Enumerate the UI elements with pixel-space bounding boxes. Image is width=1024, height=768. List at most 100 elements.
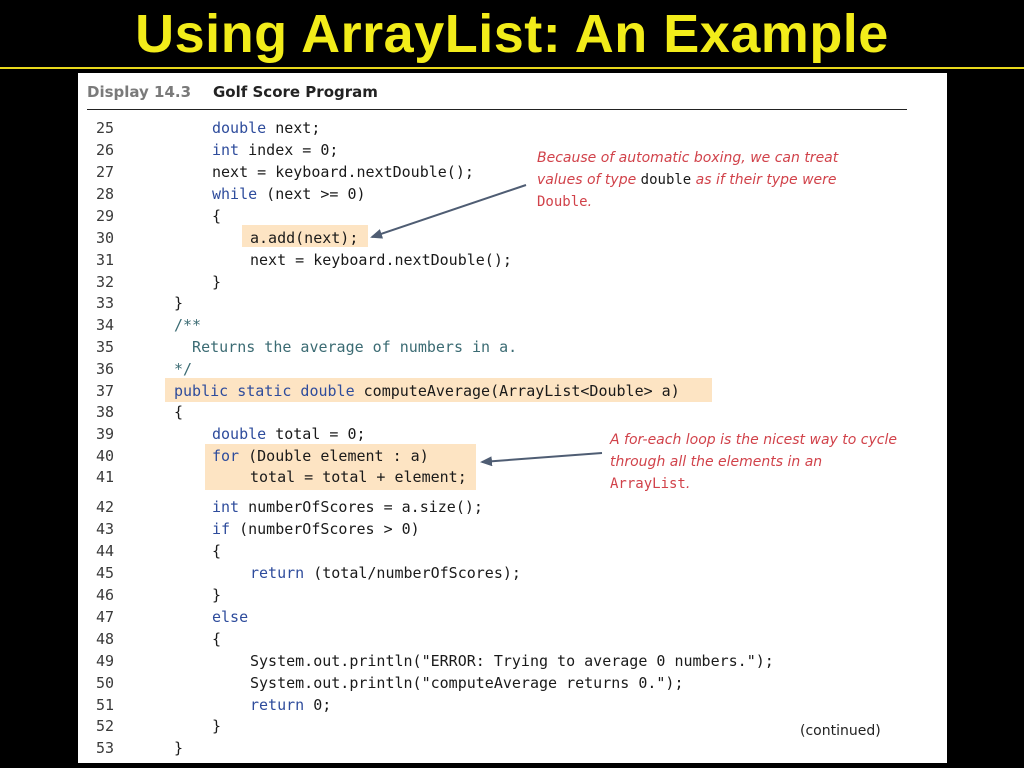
code-line: 40 for (Double element : a) [78, 445, 947, 467]
code-token: } [212, 273, 222, 291]
code-text: total = total + element; [250, 466, 467, 488]
line-number: 26 [96, 141, 115, 159]
line-number: 44 [96, 542, 115, 560]
code-text: { [212, 628, 221, 650]
display-header: Display 14.3 Golf Score Program [87, 83, 907, 110]
code-token: } [212, 717, 222, 735]
annotation-boxing-period: . [587, 194, 593, 210]
line-number: 25 [96, 119, 115, 137]
annotation-automatic-boxing: Because of automatic boxing, we can trea… [537, 147, 937, 213]
code-text: int index = 0; [212, 139, 338, 161]
code-comment: */ [174, 360, 193, 378]
line-number: 33 [96, 294, 115, 312]
code-line: 25 double next; [78, 117, 947, 139]
code-token: index = 0; [239, 141, 339, 159]
annotation-boxing-code-double: double [640, 172, 692, 188]
code-token: a.add(next); [250, 229, 359, 247]
line-number: 34 [96, 316, 115, 334]
line-number: 42 [96, 498, 115, 516]
line-number: 32 [96, 273, 115, 291]
code-line: 52} [78, 715, 947, 737]
display-panel: Display 14.3 Golf Score Program 25 double… [78, 73, 947, 763]
line-number: 35 [96, 338, 115, 356]
code-text: return (total/numberOfScores); [250, 562, 521, 584]
code-token: computeAverage(ArrayList<Double> a) [354, 382, 680, 400]
code-token: System.out.println("computeAverage retur… [250, 674, 684, 692]
title-rule [0, 67, 1024, 69]
code-text: } [174, 737, 183, 759]
highlight-add-call [242, 225, 368, 247]
arrow-to-for-each-loop [480, 452, 603, 467]
line-number: 38 [96, 403, 115, 421]
code-text: int numberOfScores = a.size(); [212, 496, 483, 518]
annotation-foreach-line-3: ArrayList. [610, 473, 940, 495]
code-token: System.out.println("ERROR: Trying to ave… [250, 652, 774, 670]
line-number: 45 [96, 564, 115, 582]
annotation-boxing-line-2: values of type double as if their type w… [537, 169, 937, 191]
arrow-to-add-call [370, 184, 527, 239]
code-token: } [174, 294, 184, 312]
code-line: 45 return (total/numberOfScores); [78, 562, 947, 584]
code-token: { [212, 630, 222, 648]
code-keyword: return [250, 564, 305, 582]
code-text: a.add(next); [250, 227, 358, 249]
annotation-foreach-period: . [685, 476, 691, 492]
line-number: 40 [96, 447, 115, 465]
line-number: 53 [96, 739, 115, 757]
annotation-boxing-text-2: as if their type were [691, 172, 837, 188]
code-token: (Double element : a) [239, 447, 429, 465]
line-number: 51 [96, 696, 115, 714]
code-text: next = keyboard.nextDouble(); [212, 161, 474, 183]
line-number: 37 [96, 382, 115, 400]
code-text: public static double computeAverage(Arra… [174, 380, 680, 402]
annotation-arrows [370, 184, 603, 467]
code-line: 46} [78, 584, 947, 606]
line-number: 47 [96, 608, 115, 626]
code-text: } [212, 271, 221, 293]
line-number: 36 [96, 360, 115, 378]
code-text: for (Double element : a) [212, 445, 429, 467]
code-token: { [212, 542, 222, 560]
code-text: else [212, 606, 248, 628]
annotation-foreach-line-1: A for-each loop is the nicest way to cyc… [610, 432, 897, 448]
code-text: return 0; [250, 694, 331, 716]
code-text: /** [174, 314, 201, 336]
line-number: 29 [96, 207, 115, 225]
annotation-foreach-code-arraylist: ArrayList [610, 476, 686, 492]
code-token: numberOfScores = a.size(); [239, 498, 483, 516]
highlight-for-each-loop [205, 444, 476, 490]
code-keyword: double [212, 425, 267, 443]
code-line: 34 /** [78, 314, 947, 336]
code-text: double total = 0; [212, 423, 366, 445]
code-token: } [212, 586, 222, 604]
code-token: next = keyboard.nextDouble(); [250, 251, 512, 269]
code-line: 26 int index = 0; [78, 139, 947, 161]
code-comment: Returns the average of numbers in a. [174, 338, 518, 356]
highlight-method-signature [165, 378, 712, 402]
code-text: if (numberOfScores > 0) [212, 518, 420, 540]
line-number: 48 [96, 630, 115, 648]
code-line: 51 return 0; [78, 694, 947, 716]
code-token: next = keyboard.nextDouble(); [212, 163, 474, 181]
code-keyword: int [212, 498, 240, 516]
code-text: { [212, 540, 221, 562]
code-token: { [212, 207, 222, 225]
code-text: double next; [212, 117, 320, 139]
code-text: System.out.println("ERROR: Trying to ave… [250, 650, 774, 672]
code-line: 36 */ [78, 358, 947, 380]
code-token: } [174, 739, 184, 757]
annotation-foreach-line-2: through all the elements in an [610, 454, 823, 470]
code-text: { [212, 205, 221, 227]
line-number: 52 [96, 717, 115, 735]
code-token: (next >= 0) [257, 185, 366, 203]
code-keyword: public static double [174, 382, 355, 400]
code-keyword: double [212, 119, 267, 137]
